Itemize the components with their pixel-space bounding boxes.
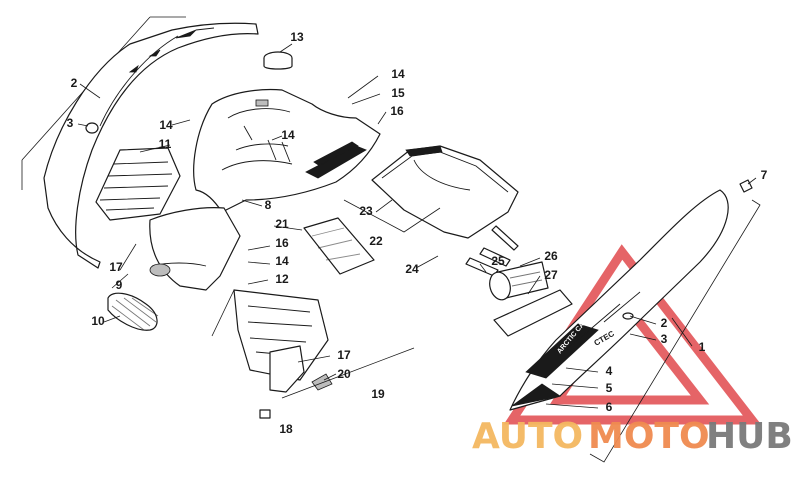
callout-17-right: 17 [337, 348, 351, 362]
tube-part-26 [489, 261, 549, 301]
callout-3-right: 3 [661, 332, 668, 346]
side-panel-part-2 [43, 22, 259, 269]
callout-13: 13 [290, 30, 304, 44]
callout-8: 8 [265, 198, 272, 212]
callout-19: 19 [371, 387, 385, 401]
callout-2-right: 2 [661, 316, 668, 330]
callout-11: 11 [159, 137, 172, 151]
clear-panel-part-21 [303, 217, 375, 275]
group-line-22 [343, 199, 441, 233]
grommet-right [622, 312, 634, 320]
callout-27: 27 [544, 268, 558, 282]
watermark-word-hub: HUB [706, 416, 793, 457]
fastener-part-18 [259, 409, 271, 419]
callout-24: 24 [405, 262, 419, 276]
vent-grille-part-11 [95, 147, 181, 221]
callout-12: 12 [275, 272, 289, 286]
callout-25: 25 [491, 254, 505, 268]
hood-part-8 [193, 88, 381, 213]
callout-16-mid: 16 [275, 236, 289, 250]
group-line-right [589, 199, 761, 463]
callout-16-top: 16 [390, 104, 404, 118]
callout-14-b: 14 [391, 67, 405, 81]
callout-9: 9 [116, 278, 123, 292]
callout-4: 4 [606, 364, 613, 378]
callout-20: 20 [337, 367, 351, 381]
watermark-wordmark: AUTO MOTO HUB [472, 416, 793, 457]
callout-22: 22 [369, 234, 383, 248]
callout-26: 26 [544, 249, 558, 263]
group-line-12-left [211, 289, 235, 337]
callout-7: 7 [761, 168, 768, 182]
bracket-part-12 [233, 289, 329, 393]
callout-1: 1 [699, 340, 706, 354]
callout-18: 18 [279, 422, 293, 436]
clip-part-20 [311, 373, 333, 391]
callout-15: 15 [391, 86, 405, 100]
clip-part-7 [739, 179, 753, 193]
bag-part-27 [493, 289, 573, 337]
callout-14-c: 14 [281, 128, 295, 142]
mesh-screen-part-10 [107, 292, 159, 331]
callouts: 2 3 14 11 13 14 15 16 14 8 21 16 14 12 1… [67, 30, 768, 436]
group-line-19 [281, 347, 415, 399]
callout-6: 6 [606, 400, 613, 414]
watermark-word-moto: MOTO [588, 416, 710, 457]
callout-17-left: 17 [109, 260, 123, 274]
grommet-part-3 [85, 122, 99, 134]
leader-lines [77, 43, 757, 409]
callout-5: 5 [606, 381, 613, 395]
callout-23: 23 [359, 204, 373, 218]
nose-part-9 [149, 207, 241, 291]
callout-3-left: 3 [67, 116, 74, 130]
side-panel-marks [128, 29, 197, 73]
callout-14-d: 14 [275, 254, 289, 268]
callout-10: 10 [91, 314, 105, 328]
cap-part-13 [263, 51, 293, 70]
callout-21: 21 [275, 217, 289, 231]
tray-part-23 [371, 145, 519, 239]
callout-2-left: 2 [71, 76, 78, 90]
callout-14-a: 14 [159, 118, 173, 132]
watermark-word-auto: AUTO [472, 416, 583, 457]
